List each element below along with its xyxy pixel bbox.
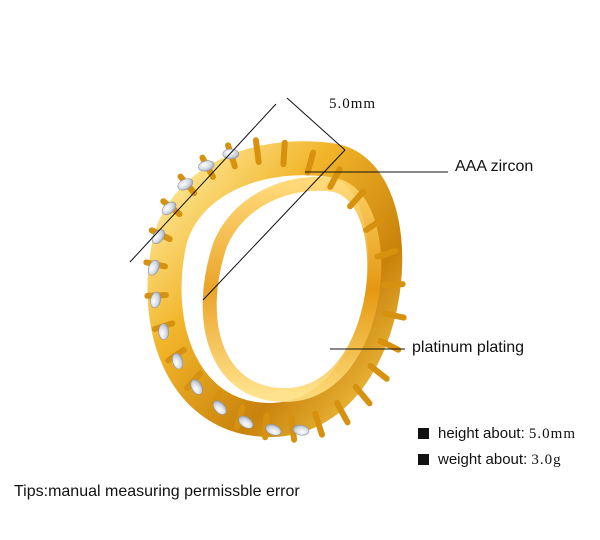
zircon-stone (172, 353, 184, 370)
prong (347, 189, 366, 210)
zircon-stone (292, 424, 310, 436)
prong (304, 149, 317, 176)
bullet-square-icon (418, 454, 429, 465)
plating-label: platinum plating (412, 339, 525, 356)
prong (334, 400, 351, 426)
zircon-stone (238, 415, 254, 429)
prong (374, 247, 399, 260)
prong (288, 414, 298, 443)
dimension-lines (129, 97, 448, 350)
prong (381, 281, 406, 288)
zircon-stone (190, 379, 203, 395)
spec-value: 3.0g (531, 452, 562, 468)
zircon-stone (212, 400, 227, 415)
prong (280, 139, 288, 168)
zircon-label: AAA zircon (455, 158, 534, 175)
bullet-square-icon (418, 428, 429, 439)
prong (363, 216, 385, 233)
zircon-stone (150, 291, 162, 309)
zircon-stone (177, 178, 194, 191)
prong (252, 137, 262, 166)
zircon-stone (198, 160, 215, 172)
prong (381, 310, 407, 321)
width-dimension-label: 5.0mm (329, 96, 377, 112)
zircon-stone (161, 201, 177, 216)
zircon-stone (147, 259, 160, 276)
prong (352, 383, 373, 407)
prong (367, 362, 390, 382)
zircon-stone (265, 423, 282, 436)
spec-label: height about: (438, 425, 525, 442)
zircon-stone (222, 148, 240, 160)
prong (377, 337, 402, 353)
spec-row-weight: weight about: 3.0g (418, 451, 562, 469)
ring-band (143, 137, 407, 443)
zircon-stone (158, 323, 169, 340)
prong (312, 410, 326, 438)
tips-text: Tips:manual measuring permissble error (14, 483, 300, 500)
zircon-stone (151, 229, 165, 244)
spec-label: weight about: (438, 451, 528, 468)
spec-row-height: height about: 5.0mm (418, 425, 576, 443)
spec-value: 5.0mm (528, 426, 577, 442)
